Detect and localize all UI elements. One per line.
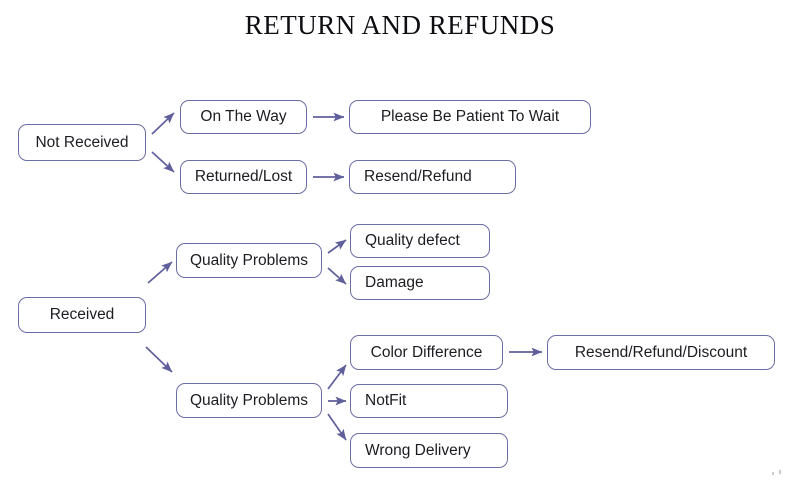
- node-returned-lost[interactable]: Returned/Lost: [180, 160, 307, 194]
- node-color-difference[interactable]: Color Difference: [350, 335, 503, 370]
- node-label: Please Be Patient To Wait: [380, 108, 560, 126]
- edge-quality-problems-2-to-color-difference: [327, 364, 347, 390]
- node-label: Damage: [365, 274, 424, 292]
- node-resend-refund-discount[interactable]: Resend/Refund/Discount: [547, 335, 775, 370]
- node-please-be-patient[interactable]: Please Be Patient To Wait: [349, 100, 591, 134]
- node-label: Not Received: [35, 133, 129, 151]
- node-quality-problems-2[interactable]: Quality Problems: [176, 383, 322, 418]
- node-label: Quality Problems: [189, 391, 308, 409]
- node-label: Returned/Lost: [194, 168, 293, 186]
- scan-artifact: [772, 472, 774, 475]
- node-notfit[interactable]: NotFit: [350, 384, 508, 418]
- node-label: Received: [49, 306, 115, 324]
- edge-received-to-quality-problems-2: [145, 346, 173, 373]
- node-label: Wrong Delivery: [365, 441, 471, 459]
- node-quality-defect[interactable]: Quality defect: [350, 224, 490, 258]
- scan-artifact: [779, 470, 781, 474]
- edge-quality-problems-1-to-damage: [327, 267, 347, 285]
- edge-quality-problems-1-to-quality-defect: [327, 239, 347, 254]
- node-not-received[interactable]: Not Received: [18, 124, 146, 161]
- node-label: NotFit: [365, 392, 407, 410]
- node-wrong-delivery[interactable]: Wrong Delivery: [350, 433, 508, 468]
- node-resend-refund[interactable]: Resend/Refund: [349, 160, 516, 194]
- node-quality-problems-1[interactable]: Quality Problems: [176, 243, 322, 278]
- node-label: Color Difference: [370, 343, 483, 361]
- node-label: Resend/Refund: [364, 168, 472, 186]
- node-damage[interactable]: Damage: [350, 266, 490, 300]
- edge-not-received-to-on-the-way: [151, 112, 175, 135]
- node-received[interactable]: Received: [18, 297, 146, 333]
- node-label: Resend/Refund/Discount: [574, 343, 748, 361]
- node-label: Quality defect: [365, 232, 460, 250]
- node-label: Quality Problems: [189, 251, 308, 269]
- edge-received-to-quality-problems-1: [147, 261, 173, 284]
- node-label: On The Way: [200, 108, 287, 126]
- node-on-the-way[interactable]: On The Way: [180, 100, 307, 134]
- edge-quality-problems-2-to-wrong-delivery: [327, 413, 347, 441]
- edge-not-received-to-returned-lost: [151, 151, 175, 173]
- page-title: RETURN AND REFUNDS: [244, 10, 556, 40]
